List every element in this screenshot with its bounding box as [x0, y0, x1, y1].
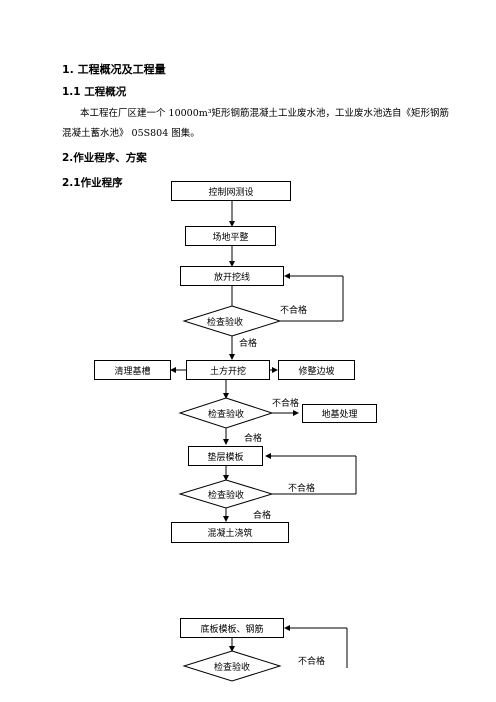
step-slab-formwork-rebar: 底板模板、钢筋 — [180, 618, 284, 638]
pass-label-2: 合格 — [244, 434, 263, 444]
overview-line-1: 本工程在厂区建一个 10000m³矩形钢筋混凝土工业废水池，工业废水池选自《矩形… — [80, 108, 450, 119]
step-clean-trench: 清理基槽 — [94, 360, 171, 380]
check-2-label: 检查验收 — [208, 410, 245, 420]
overview-line-2: 混凝土蓄水池》 05S804 图集。 — [62, 128, 200, 139]
fail-label-1: 不合格 — [280, 306, 308, 316]
step-earth-excavation: 土方开挖 — [186, 360, 270, 380]
step-foundation-treatment: 地基处理 — [302, 404, 377, 423]
check-3-label: 检查验收 — [208, 491, 245, 501]
fail-label-4: 不合格 — [298, 657, 326, 667]
step-cushion-formwork: 垫层模板 — [188, 446, 263, 466]
heading-procedure: 2.作业程序、方案 — [62, 152, 147, 164]
check-1-label: 检查验收 — [207, 318, 244, 328]
heading-overview-sub: 1.1 工程概况 — [62, 86, 127, 98]
step-site-leveling: 场地平整 — [185, 226, 276, 246]
step-concrete-pouring: 混凝土浇筑 — [171, 522, 289, 543]
pass-label-3: 合格 — [253, 511, 272, 521]
step-setout-line: 放开挖线 — [180, 266, 284, 286]
check-4-label: 检查验收 — [214, 663, 251, 673]
fail-label-3: 不合格 — [288, 484, 316, 494]
step-trim-slope: 修整边坡 — [278, 360, 355, 380]
heading-engineering-overview: 1. 工程概况及工程量 — [62, 63, 166, 76]
fail-label-2: 不合格 — [272, 399, 300, 409]
heading-procedure-sub: 2.1作业程序 — [62, 177, 123, 189]
overview-paragraph: 本工程在厂区建一个 10000m³矩形钢筋混凝土工业废水池，工业废水池选自《矩形… — [62, 104, 466, 144]
pass-label-1: 合格 — [239, 339, 258, 349]
step-survey: 控制网测设 — [171, 181, 291, 201]
